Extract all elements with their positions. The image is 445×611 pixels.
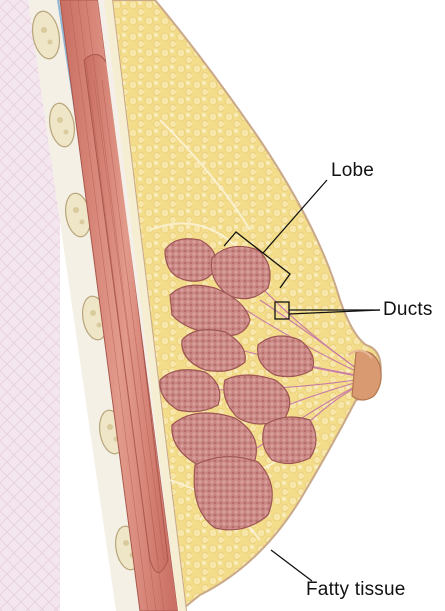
lobule	[194, 457, 272, 530]
ducts-label: Ducts	[383, 299, 433, 321]
lobule	[263, 417, 316, 464]
fatty-tissue-label: Fatty tissue	[306, 579, 406, 601]
fat-leader	[271, 550, 312, 581]
lobe-label: Lobe	[331, 160, 374, 182]
